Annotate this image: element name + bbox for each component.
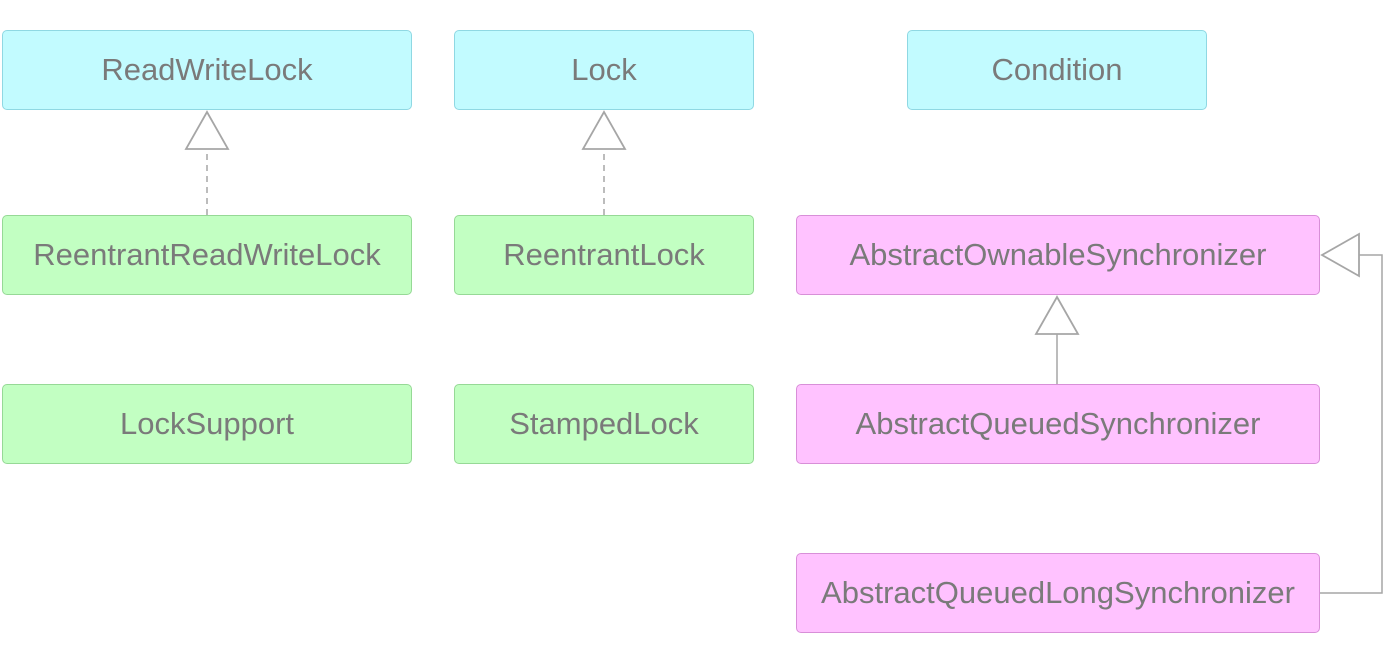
node-condition: Condition <box>907 30 1207 110</box>
node-label: Condition <box>991 52 1123 87</box>
edge-abstractqueuedlongsynchronizer-abstractownablesynchronizer <box>1320 254 1383 594</box>
node-label: AbstractQueuedLongSynchronizer <box>821 575 1295 610</box>
realization-arrowhead-icon <box>581 110 627 150</box>
node-label: LockSupport <box>119 406 295 441</box>
generalization-arrowhead-icon <box>1034 295 1080 335</box>
node-label: ReadWriteLock <box>101 52 313 87</box>
node-stampedlock: StampedLock <box>454 384 754 464</box>
node-abstractqueuedsynchronizer: AbstractQueuedSynchronizer <box>796 384 1320 464</box>
node-label: AbstractQueuedSynchronizer <box>855 406 1261 441</box>
node-label: ReentrantLock <box>503 237 705 272</box>
node-lock: Lock <box>454 30 754 110</box>
node-reentrantlock: ReentrantLock <box>454 215 754 295</box>
node-label: Lock <box>571 52 637 87</box>
realization-arrowhead-icon <box>184 110 230 150</box>
node-label: StampedLock <box>509 406 699 441</box>
node-reentrantreadwritelock: ReentrantReadWriteLock <box>2 215 412 295</box>
node-abstractownablesynchronizer: AbstractOwnableSynchronizer <box>796 215 1320 295</box>
node-label: AbstractOwnableSynchronizer <box>849 237 1267 272</box>
node-abstractqueuedlongsynchronizer: AbstractQueuedLongSynchronizer <box>796 553 1320 633</box>
generalization-arrowhead-icon <box>1320 232 1360 278</box>
node-label: ReentrantReadWriteLock <box>33 237 381 272</box>
node-locksupport: LockSupport <box>2 384 412 464</box>
node-readwritelock: ReadWriteLock <box>2 30 412 110</box>
